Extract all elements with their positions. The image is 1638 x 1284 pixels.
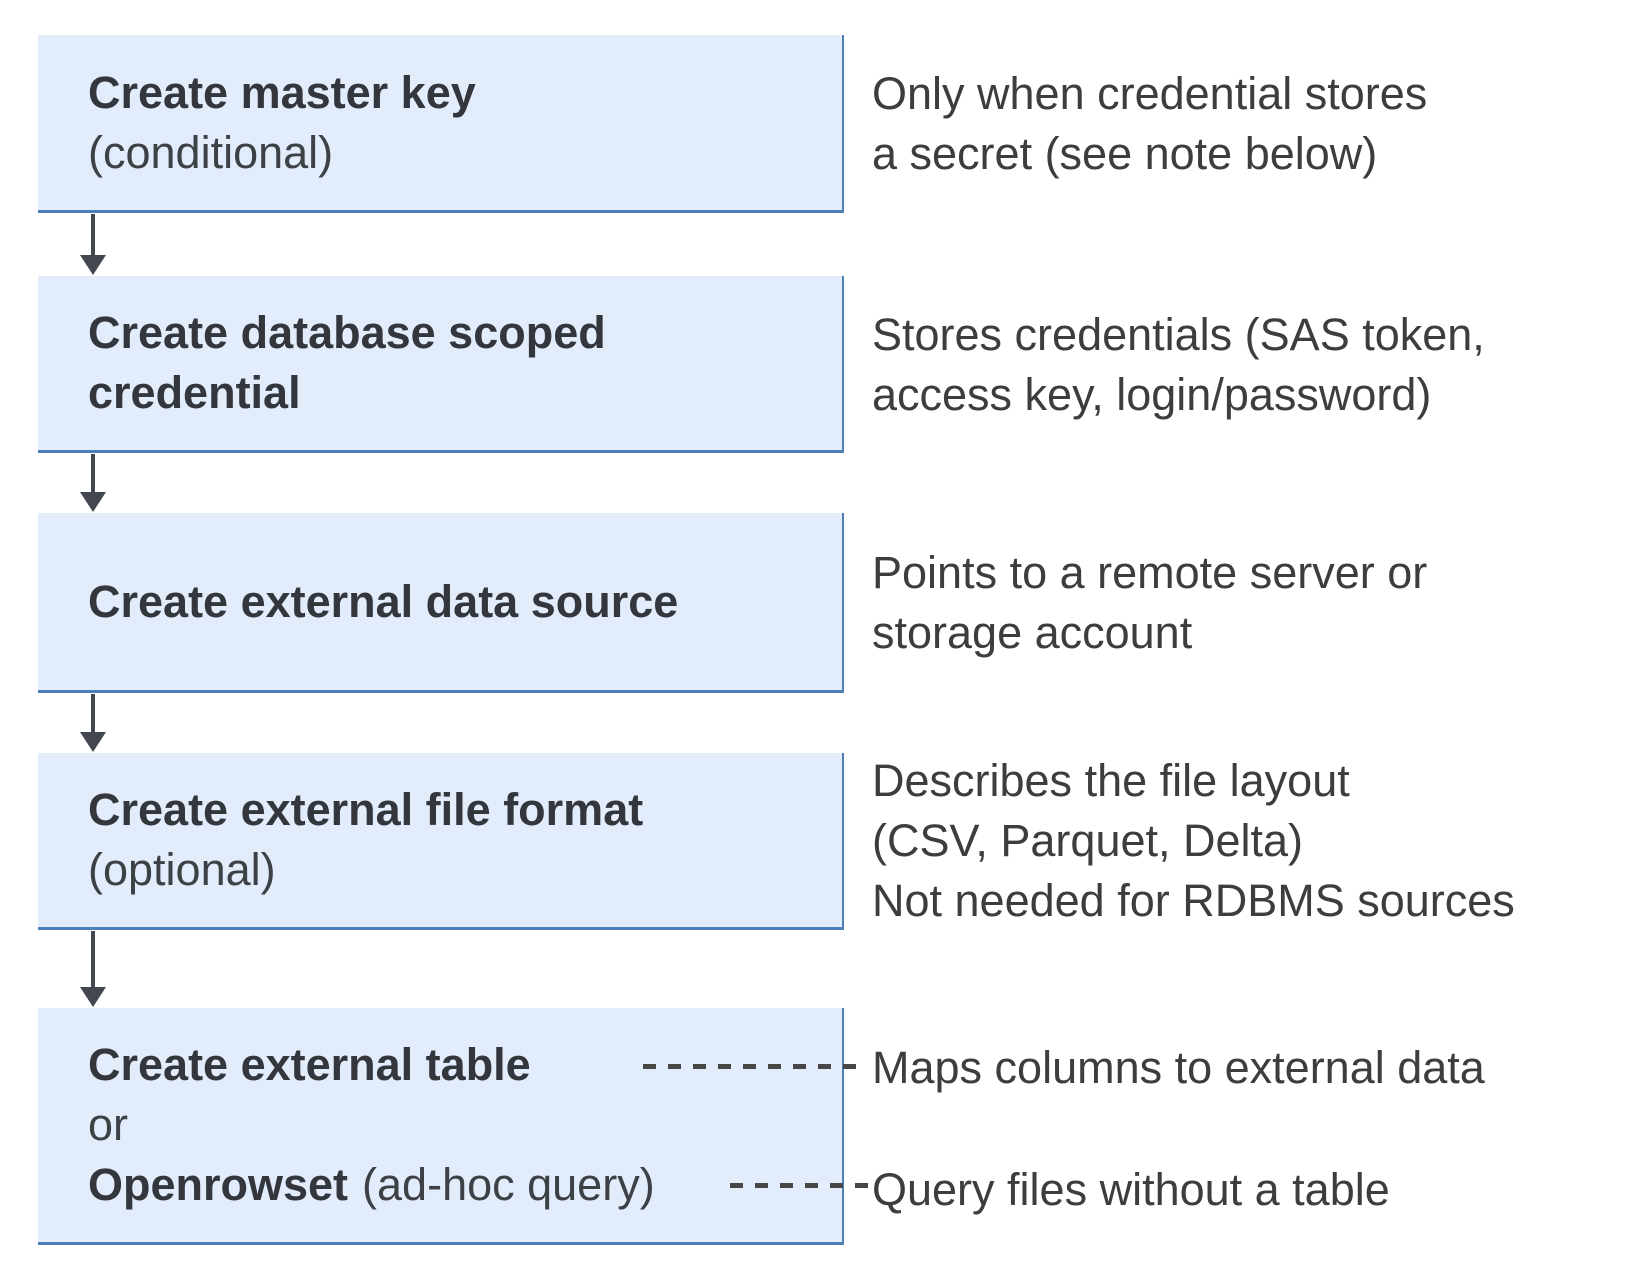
dashed-connector-external-table xyxy=(643,1064,867,1069)
step-title: Create database scoped credential xyxy=(88,307,606,418)
step-title: Create external data source xyxy=(88,575,679,627)
note-external-file-format: Describes the file layout (CSV, Parquet,… xyxy=(872,755,1515,926)
step-title: Create external file format xyxy=(88,784,644,835)
step-title-openrowset: Openrowset (ad-hoc query) xyxy=(88,1155,842,1215)
step-box-create-master-key: Create master key (conditional) xyxy=(38,35,844,213)
step-title: Create external table xyxy=(88,1039,531,1090)
flow-arrow-down-icon xyxy=(80,454,106,512)
openrowset-label: Openrowset xyxy=(88,1159,349,1210)
note-openrowset: Query files without a table xyxy=(872,1164,1390,1215)
step-box-create-external-table-or-openrowset: Create external table or Openrowset (ad-h… xyxy=(38,1008,844,1245)
note-external-table: Maps columns to external data xyxy=(872,1042,1485,1093)
adhoc-query-qualifier: (ad-hoc query) xyxy=(362,1159,655,1210)
note-external-data-source: Points to a remote server or storage acc… xyxy=(872,547,1428,658)
note-master-key: Only when credential stores a secret (se… xyxy=(872,68,1428,179)
note-scoped-credential: Stores credentials (SAS token, access ke… xyxy=(872,309,1485,420)
dashed-connector-openrowset xyxy=(730,1183,872,1188)
flow-arrow-down-icon xyxy=(80,931,106,1007)
or-label: or xyxy=(88,1099,129,1150)
flow-arrow-down-icon xyxy=(80,214,106,275)
step-qualifier: (optional) xyxy=(88,844,276,895)
step-qualifier: (conditional) xyxy=(88,126,334,178)
step-title: Create master key xyxy=(88,66,476,118)
step-box-create-database-scoped-credential: Create database scoped credential xyxy=(38,276,844,453)
step-box-create-external-file-format: Create external file format (optional) xyxy=(38,753,844,930)
step-box-create-external-data-source: Create external data source xyxy=(38,513,844,693)
flow-arrow-down-icon xyxy=(80,694,106,752)
